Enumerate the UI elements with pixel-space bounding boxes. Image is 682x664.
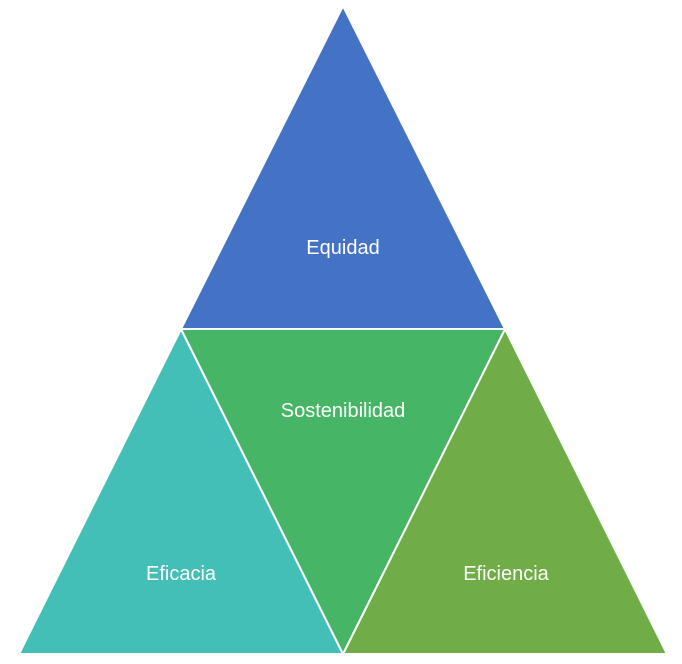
segment-sostenibilidad-shape	[180, 328, 506, 655]
segment-eficiencia-label: Eficiencia	[463, 563, 549, 585]
segment-eficacia-label: Eficacia	[146, 563, 217, 585]
segment-equidad-shape	[180, 5, 506, 330]
segment-sostenibilidad-label: Sostenibilidad	[281, 400, 406, 422]
segment-equidad-label: Equidad	[306, 237, 379, 259]
